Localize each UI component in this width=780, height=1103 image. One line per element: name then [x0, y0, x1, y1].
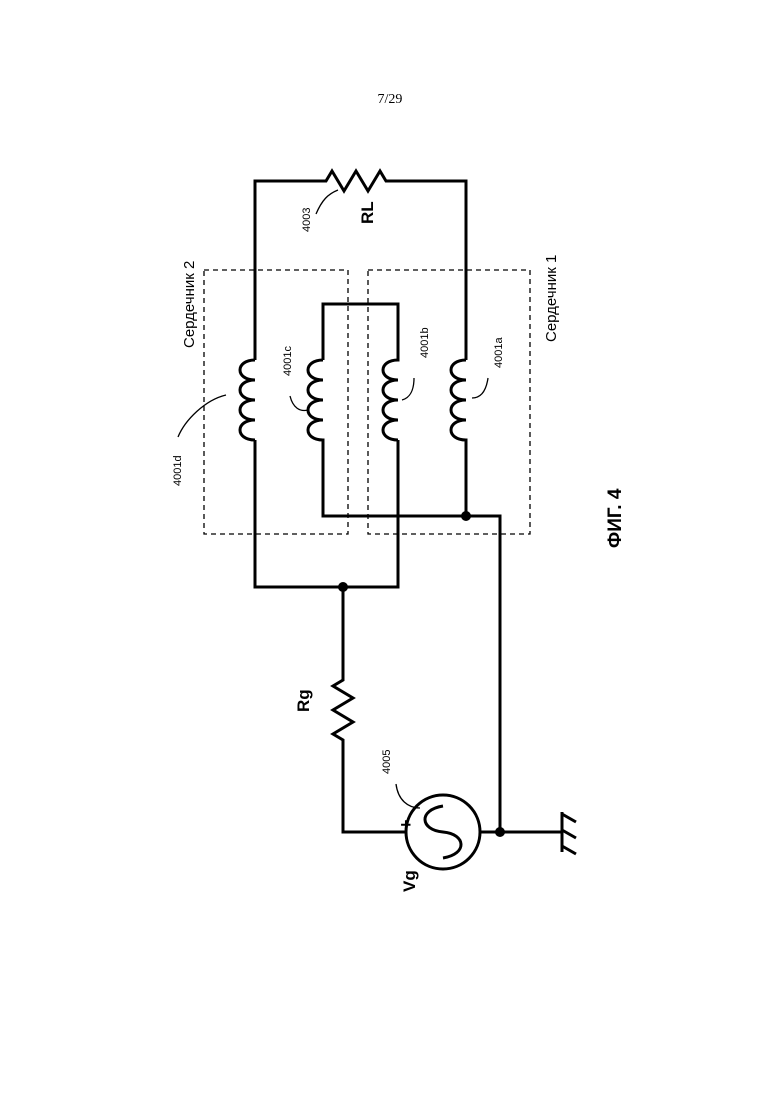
vg-label: Vg: [400, 870, 419, 892]
ref-4001a: 4001a: [493, 337, 505, 368]
leader-4001d: [178, 395, 226, 437]
core-1-label: Сердечник 1: [543, 255, 560, 342]
leader-4001a: [472, 378, 488, 398]
generator-resistor-rg: [333, 587, 407, 832]
leader-4001c: [290, 396, 308, 410]
ref-4003: 4003: [301, 208, 313, 232]
sine-wave-icon: [425, 806, 461, 858]
core-2-label: Сердечник 2: [181, 261, 198, 348]
rl-label: RL: [358, 201, 377, 224]
figure-caption: ФИГ. 4: [605, 488, 626, 548]
leader-4001b: [402, 378, 414, 400]
junction-dot: [461, 511, 471, 521]
ref-4001b: 4001b: [419, 327, 431, 358]
leader-4003: [316, 190, 338, 214]
ref-4001d: 4001d: [172, 455, 184, 486]
winding-4001b: [323, 304, 398, 440]
polarity-plus-label: +: [396, 819, 416, 830]
ref-4001c: 4001c: [282, 346, 294, 376]
load-resistor-rl: [255, 171, 466, 360]
core-2-box: [204, 270, 348, 534]
ground-icon: [562, 812, 576, 854]
rg-label: Rg: [294, 689, 313, 712]
ref-4005: 4005: [381, 750, 393, 774]
winding-4001a: [451, 360, 466, 516]
winding-4001d: [240, 360, 398, 587]
winding-4001c: [308, 360, 500, 832]
